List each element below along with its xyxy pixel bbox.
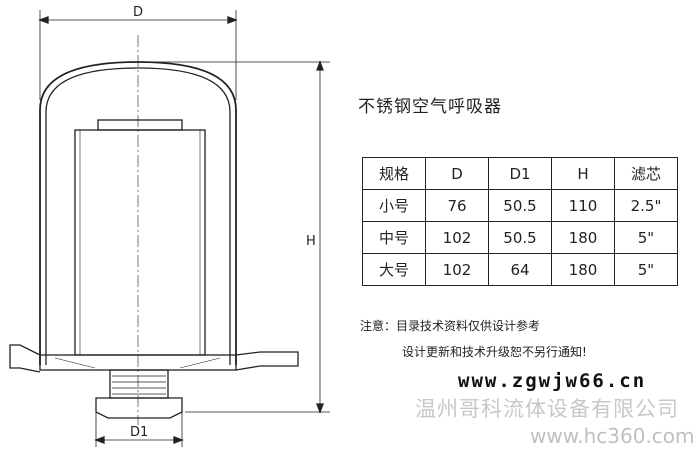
product-title: 不锈钢空气呼吸器 [358, 97, 502, 117]
cell: 180 [551, 253, 615, 286]
cell: 50.5 [488, 189, 552, 222]
watermark-url: www.zgwjw66.cn [458, 370, 647, 392]
watermark-site: www.hc360.com [530, 424, 695, 448]
header-cell: D [425, 157, 489, 190]
header-cell: H [551, 157, 615, 190]
dim-h-label: H [306, 234, 316, 249]
cell: 中号 [362, 221, 426, 254]
cell: 50.5 [488, 221, 552, 254]
cell: 102 [425, 221, 489, 254]
table-row: 大号 102 64 180 5" [362, 253, 678, 286]
cell: 76 [425, 189, 489, 222]
header-cell: 滤芯 [614, 157, 678, 190]
table-row: 小号 76 50.5 110 2.5" [362, 189, 678, 222]
cell: 102 [425, 253, 489, 286]
dim-d-label: D [133, 5, 143, 20]
spec-table: 规格 D D1 H 滤芯 小号 76 50.5 110 2.5" 中号 102 … [362, 157, 678, 286]
dim-d1-label: D1 [130, 425, 148, 440]
note-line-2: 设计更新和技术升级恕不另行通知! [402, 345, 587, 359]
cell: 5" [614, 253, 678, 286]
header-cell: D1 [488, 157, 552, 190]
note-line-1: 注意：目录技术资料仅供设计参考 [360, 319, 541, 333]
cell: 2.5" [614, 189, 678, 222]
cell: 180 [551, 221, 615, 254]
watermark-company: 温州哥科流体设备有限公司 [415, 397, 679, 421]
cell: 大号 [362, 253, 426, 286]
table-row: 中号 102 50.5 180 5" [362, 221, 678, 254]
cell: 110 [551, 189, 615, 222]
table-header-row: 规格 D D1 H 滤芯 [362, 157, 678, 190]
cell: 5" [614, 221, 678, 254]
cell: 小号 [362, 189, 426, 222]
header-cell: 规格 [362, 157, 426, 190]
cell: 64 [488, 253, 552, 286]
